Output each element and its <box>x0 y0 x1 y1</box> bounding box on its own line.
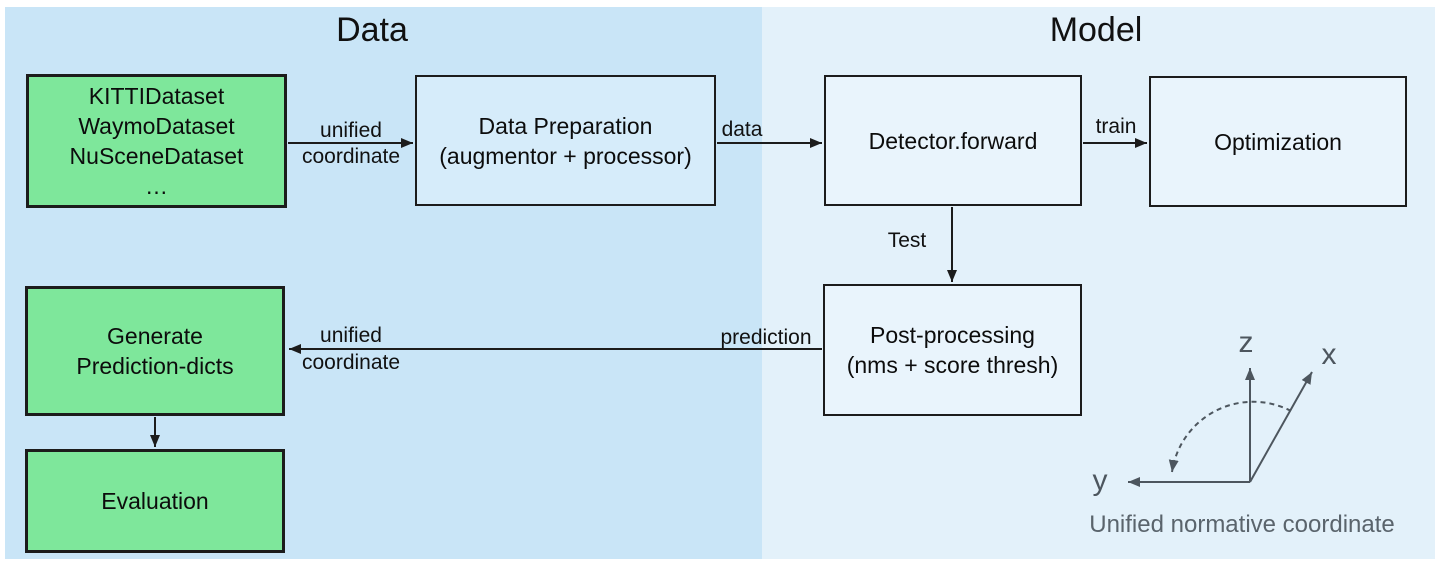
post-processing-line: (nms + score thresh) <box>846 352 1059 378</box>
data-section-title: Data <box>336 11 408 49</box>
detector-forward-line: Detector.forward <box>868 127 1038 154</box>
unified-coordinate-label-bottom-line2: coordinate <box>301 351 401 374</box>
data-preparation-box: Data Preparation (augmentor + processor) <box>415 75 716 206</box>
datasets-box: KITTIDataset WaymoDataset NuSceneDataset… <box>26 74 287 208</box>
post-processing-box: Post-processing (nms + score thresh) <box>823 284 1082 416</box>
generate-prediction-line: Generate <box>107 323 203 349</box>
unified-coordinate-label-top-line1: unified <box>320 119 382 142</box>
detector-forward-box: Detector.forward <box>824 75 1082 206</box>
data-preparation-line: (augmentor + processor) <box>439 142 692 169</box>
model-section-title: Model <box>1049 11 1143 49</box>
prediction-arrow-label: prediction <box>720 326 812 349</box>
evaluation-box: Evaluation <box>25 449 285 553</box>
evaluation-line: Evaluation <box>101 488 209 514</box>
optimization-line: Optimization <box>1214 128 1342 155</box>
optimization-box: Optimization <box>1149 76 1407 207</box>
datasets-box-line: NuSceneDataset <box>69 143 244 169</box>
data-preparation-line: Data Preparation <box>478 112 653 139</box>
train-arrow-label: train <box>1095 115 1137 138</box>
post-processing-line: Post-processing <box>870 322 1035 348</box>
generate-prediction-line: Prediction-dicts <box>76 353 234 379</box>
datasets-box-line: … <box>145 173 168 199</box>
test-arrow-label: Test <box>887 229 927 252</box>
unified-coordinate-label-bottom-line1: unified <box>320 324 382 347</box>
axes-caption: Unified normative coordinate <box>1089 511 1395 538</box>
data-arrow-label: data <box>721 118 763 141</box>
datasets-box-line: KITTIDataset <box>88 83 225 109</box>
datasets-box-line: WaymoDataset <box>78 113 235 139</box>
unified-coordinate-label-top-line2: coordinate <box>301 145 401 168</box>
generate-prediction-dicts-box: Generate Prediction-dicts <box>25 286 285 416</box>
